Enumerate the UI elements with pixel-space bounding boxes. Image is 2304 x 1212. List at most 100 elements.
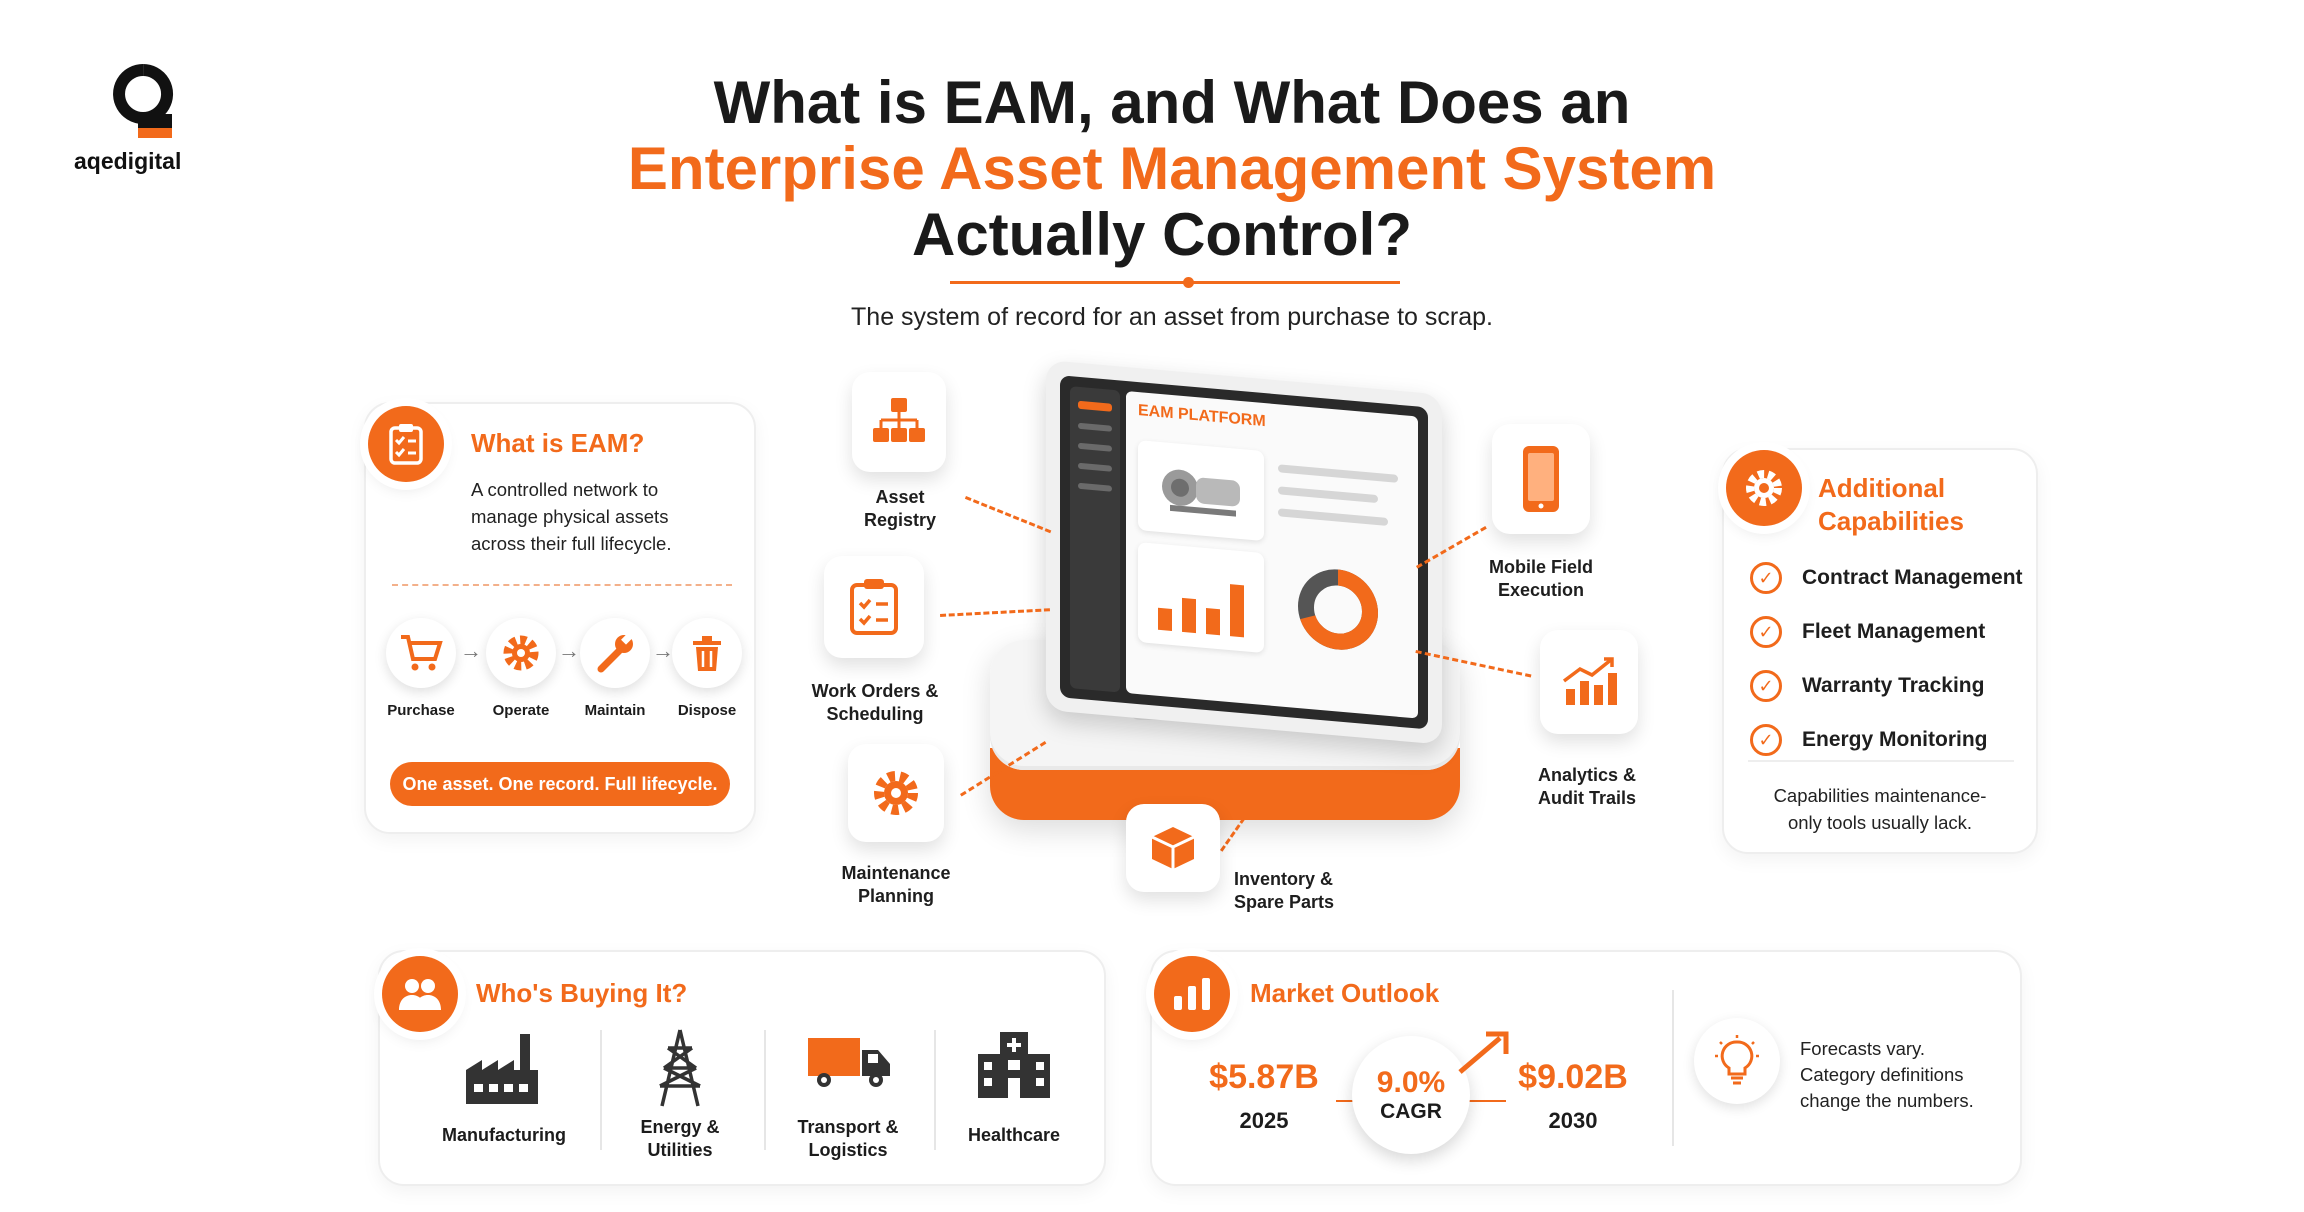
arrow-icon: → <box>558 638 580 663</box>
inventory-tile[interactable] <box>1126 804 1220 892</box>
screen-title: EAM PLATFORM <box>1138 402 1266 431</box>
additional-heading: Additional Capabilities <box>1818 472 1964 538</box>
divider <box>600 1030 602 1150</box>
description-line-2: manage physical assets <box>471 506 669 527</box>
dispose-stage <box>672 618 742 688</box>
page-title: What is EAM, and What Does an Enterprise… <box>0 70 2304 268</box>
market-end-value: $9.02B <box>1518 1058 1628 1096</box>
sector-label: Healthcare <box>967 1125 1061 1145</box>
donut-chart-icon <box>1298 569 1378 650</box>
subtitle: The system of record for an asset from p… <box>851 303 1493 331</box>
market-outlook-card <box>1150 950 2022 1186</box>
stage-label: Maintain <box>584 702 646 719</box>
module-label-line: Execution <box>1497 580 1585 601</box>
donut-widget <box>1278 554 1398 664</box>
maintenance-tile[interactable] <box>848 744 944 842</box>
stage-label: Dispose <box>677 702 737 719</box>
mobile-label: Mobile Field Execution <box>1476 556 1606 603</box>
check-icon: ✓ <box>1750 616 1782 648</box>
box-icon <box>1151 827 1195 869</box>
hospital-icon <box>976 1030 1052 1105</box>
bar-widget <box>1138 542 1264 654</box>
lightbulb-badge <box>1694 1018 1780 1104</box>
module-label-line: Planning <box>858 886 934 907</box>
list-item: ✓Energy Monitoring <box>1750 724 2023 756</box>
operate-stage <box>486 618 556 688</box>
stage-label: Purchase <box>387 702 455 719</box>
hierarchy-icon <box>873 398 925 442</box>
screen-content: EAM PLATFORM <box>1126 390 1418 719</box>
connector-line <box>964 496 1052 534</box>
description-line-1: A controlled network to <box>471 479 659 500</box>
monitor-screen: EAM PLATFORM <box>1060 375 1428 730</box>
market-end-year: 2030 <box>1548 1108 1598 1133</box>
logo-text: aqedigital <box>74 148 182 174</box>
what-is-eam-heading: What is EAM? <box>471 428 645 458</box>
sector-label: Transport & <box>797 1117 899 1137</box>
note-line: Forecasts vary. <box>1800 1038 1926 1059</box>
heading-line: Capabilities <box>1818 506 1964 536</box>
mobile-tile[interactable] <box>1492 424 1590 534</box>
asset-registry-tile[interactable] <box>852 372 946 472</box>
inventory-label: Inventory & Spare Parts <box>1234 868 1354 915</box>
description-line-3: across their full lifecycle. <box>471 533 672 554</box>
module-label-line: Maintenance <box>841 863 951 883</box>
what-is-eam-description: A controlled network to manage physical … <box>471 476 671 557</box>
work-orders-tile[interactable] <box>824 556 924 658</box>
trend-up-arrow-icon <box>1458 1031 1509 1074</box>
module-label-line: Registry <box>863 510 937 531</box>
sector-label: Utilities <box>647 1140 713 1161</box>
pump-image <box>1138 440 1264 542</box>
sector-label: Manufacturing <box>442 1125 566 1145</box>
check-icon: ✓ <box>1750 562 1782 594</box>
analytics-tile[interactable] <box>1540 630 1638 734</box>
transmission-tower-icon <box>652 1028 708 1113</box>
gear-icon <box>503 635 539 671</box>
market-start-value: $5.87B <box>1209 1058 1319 1096</box>
users-icon <box>382 956 458 1032</box>
title-line-2: Enterprise Asset Management System <box>627 135 1717 202</box>
market-heading: Market Outlook <box>1250 978 1440 1008</box>
asset-registry-label: Asset Registry <box>840 486 960 533</box>
cart-icon <box>401 635 443 671</box>
connector-line <box>940 608 1051 617</box>
capability-label: Contract Management <box>1802 566 2023 589</box>
arrow-icon: → <box>652 638 674 663</box>
market-start-year: 2025 <box>1239 1108 1289 1133</box>
gear-icon <box>874 771 918 815</box>
stage-label: Operate <box>492 702 550 719</box>
check-icon: ✓ <box>1750 670 1782 702</box>
screen-sidebar <box>1070 386 1120 693</box>
pump-icon <box>1162 469 1240 517</box>
sector-label: Logistics <box>808 1140 888 1161</box>
smartphone-icon <box>1523 446 1559 512</box>
gear-icon <box>1726 450 1802 526</box>
logo-mark-icon <box>113 64 174 138</box>
module-label-line: Audit Trails <box>1537 788 1636 809</box>
heading-line: Additional <box>1818 473 1946 503</box>
cagr-badge: 9.0% CAGR <box>1352 1036 1470 1154</box>
module-label-line: Inventory & <box>1234 869 1334 889</box>
growth-chart-icon <box>1562 657 1617 705</box>
buyer-sector: Energy & Utilities <box>610 1116 750 1163</box>
monitor: EAM PLATFORM <box>1046 360 1442 745</box>
cagr-label: CAGR <box>1380 1100 1442 1123</box>
lightbulb-icon <box>1715 1035 1759 1085</box>
buyer-sector: Transport & Logistics <box>778 1116 918 1163</box>
footnote-line: only tools usually lack. <box>1787 812 1973 833</box>
module-label-line: Spare Parts <box>1234 892 1335 913</box>
capabilities-list: ✓ Contract Management ✓Fleet Management ✓… <box>1750 562 2023 778</box>
module-label-line: Scheduling <box>826 704 924 725</box>
divider <box>1672 990 1674 1146</box>
capability-label: Warranty Tracking <box>1802 674 1985 697</box>
market-note: Forecasts vary. Category definitions cha… <box>1800 1036 1974 1114</box>
manufacturing-icon <box>462 1030 542 1111</box>
title-divider-dot <box>1183 277 1194 288</box>
buyers-heading: Who's Buying It? <box>476 978 688 1008</box>
list-item: ✓Fleet Management <box>1750 616 2023 648</box>
bar-chart-icon <box>1154 956 1230 1032</box>
work-orders-label: Work Orders & Scheduling <box>800 680 950 727</box>
title-line-3: Actually Control? <box>911 201 1412 268</box>
analytics-label: Analytics & Audit Trails <box>1522 764 1652 811</box>
truck-icon <box>806 1034 892 1095</box>
